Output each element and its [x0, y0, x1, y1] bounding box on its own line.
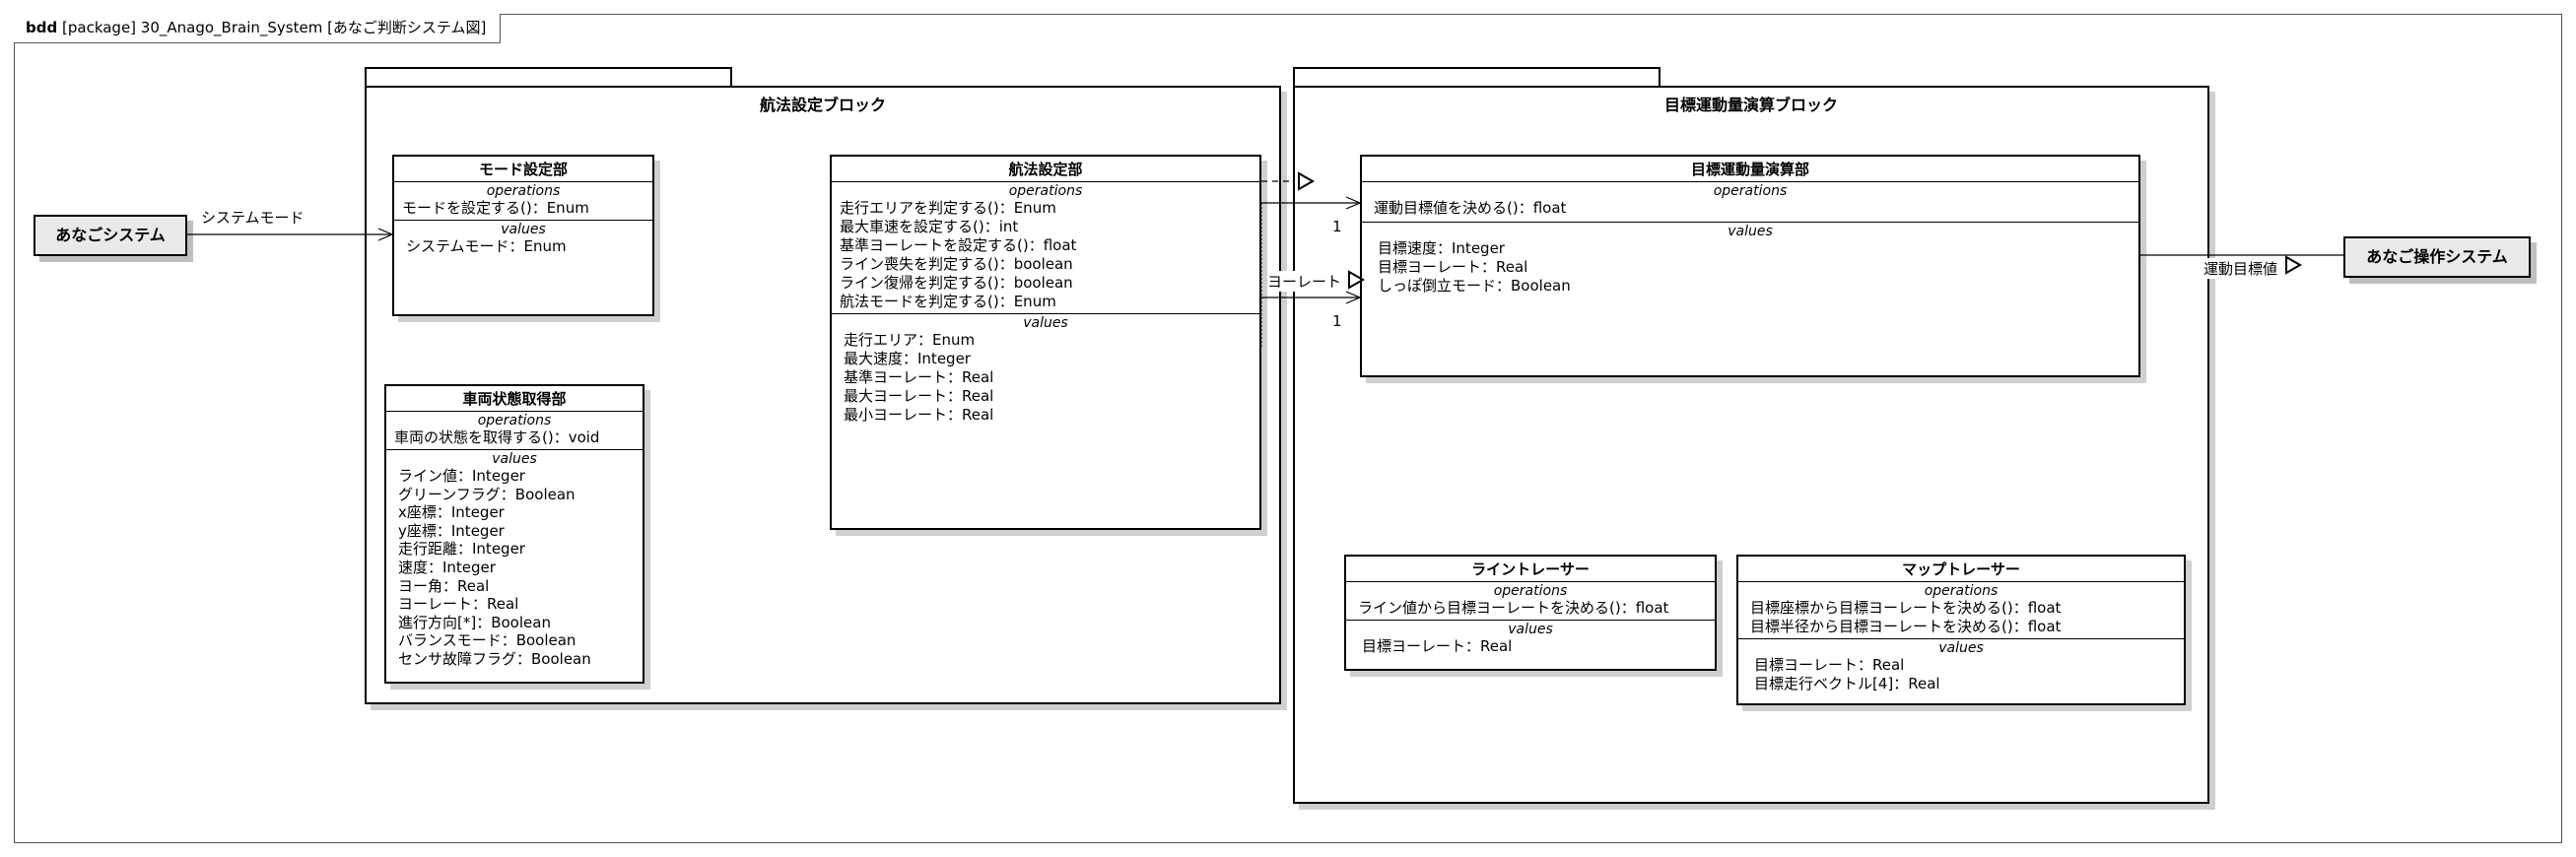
- package-target-title: 目標運動量演算ブロック: [1663, 96, 1838, 114]
- diagram-kind: bdd: [26, 19, 58, 36]
- value-item: 速度：Integer: [398, 558, 496, 576]
- value-item: ヨーレート：Real: [398, 595, 519, 614]
- operations-label: operations: [477, 413, 552, 428]
- operations-section: operations ライン値から目標ヨーレートを決める()：float: [1346, 581, 1715, 620]
- anago-system-block[interactable]: あなごシステム: [34, 215, 187, 256]
- operations-section: operations モードを設定する()：Enum: [394, 181, 652, 220]
- value-item: ライン値：Integer: [398, 467, 525, 485]
- value-item: 目標速度：Integer: [1378, 239, 1505, 257]
- value-item: 目標走行ベクトル[4]：Real: [1754, 675, 1940, 692]
- navigation-dependency-connector[interactable]: [1261, 171, 1316, 191]
- block-title: モード設定部: [478, 161, 568, 178]
- value-item: バランスモード：Boolean: [398, 631, 576, 650]
- package-target-tab: [1293, 67, 1661, 88]
- values-label: values: [492, 451, 537, 467]
- diagram-label: [package] 30_Anago_Brain_System [あなご判断シス…: [62, 19, 487, 36]
- values-label: values: [1023, 315, 1068, 331]
- block-title: 車両状態取得部: [462, 390, 567, 408]
- values-section: values 目標ヨーレート：Real: [1346, 620, 1715, 658]
- anago-control-system-block[interactable]: あなご操作システム: [2343, 236, 2531, 278]
- operations-label: operations: [486, 183, 561, 199]
- block-title: 航法設定部: [1008, 161, 1083, 178]
- value-item: 目標ヨーレート：Real: [1754, 656, 1905, 674]
- value-item: 最小ヨーレート：Real: [844, 406, 994, 424]
- value-item: 最大ヨーレート：Real: [844, 387, 994, 405]
- operation-item: 車両の状態を取得する()：void: [394, 428, 600, 446]
- operations-label: operations: [1008, 183, 1083, 199]
- value-item: グリーンフラグ：Boolean: [398, 485, 576, 503]
- association-top-connector[interactable]: [1260, 196, 1362, 348]
- operation-item: 目標座標から目標ヨーレートを決める()：float: [1750, 599, 2062, 617]
- value-item: 目標ヨーレート：Real: [1378, 258, 1528, 276]
- operation-item: モードを設定する()：Enum: [402, 199, 589, 217]
- multiplicity-top: 1: [1332, 218, 1342, 235]
- block-title: マップトレーサー: [1902, 560, 2020, 578]
- vehicle-state-block[interactable]: 車両状態取得部 operations 車両の状態を取得する()：void val…: [384, 384, 644, 684]
- operation-item: 航法モードを判定する()：Enum: [840, 293, 1056, 310]
- operation-item: ライン値から目標ヨーレートを決める()：float: [1358, 599, 1669, 617]
- value-item: 目標ヨーレート：Real: [1362, 637, 1513, 655]
- package-navigation-title: 航法設定ブロック: [759, 96, 886, 114]
- values-label: values: [1938, 640, 1984, 656]
- block-title: ライントレーサー: [1471, 560, 1590, 578]
- value-item: ヨー角：Real: [398, 576, 490, 595]
- operation-item: ライン喪失を判定する()：boolean: [840, 255, 1073, 273]
- operations-section: operations 目標座標から目標ヨーレートを決める()：float 目標半…: [1738, 581, 2184, 638]
- operations-label: operations: [1493, 583, 1568, 599]
- values-section: values 目標速度：Integer 目標ヨーレート：Real しっぽ倒立モー…: [1362, 222, 2138, 297]
- operations-label: operations: [1713, 183, 1788, 199]
- mode-setting-block[interactable]: モード設定部 operations モードを設定する()：Enum values…: [392, 155, 654, 316]
- operation-item: 走行エリアを判定する()：Enum: [840, 199, 1056, 217]
- values-label: values: [1508, 622, 1553, 637]
- operation-item: 最大車速を設定する()：int: [840, 218, 1019, 235]
- operations-section: operations 車両の状態を取得する()：void: [386, 411, 643, 449]
- target-value-connector[interactable]: [2140, 254, 2343, 275]
- yaw-rate-connector[interactable]: [1348, 270, 1366, 290]
- values-section: values 走行エリア：Enum 最大速度：Integer 基準ヨーレート：R…: [832, 313, 1259, 427]
- value-item: 進行方向[*]：Boolean: [398, 613, 551, 631]
- diagram-frame-header: bdd [package] 30_Anago_Brain_System [あなご…: [14, 14, 502, 43]
- values-section: values ライン値：Integer グリーンフラグ：Boolean x座標：…: [386, 449, 643, 671]
- values-label: values: [501, 222, 546, 237]
- operations-label: operations: [1924, 583, 1999, 599]
- values-label: values: [1728, 224, 1773, 239]
- value-item: 最大速度：Integer: [844, 350, 971, 367]
- package-navigation-tab: [365, 67, 732, 88]
- operation-item: 目標半径から目標ヨーレートを決める()：float: [1750, 618, 2062, 635]
- value-item: 走行距離：Integer: [398, 540, 525, 559]
- anago-control-system-label: あなご操作システム: [2366, 247, 2508, 266]
- diagram-frame: [14, 14, 2562, 843]
- association-bottom-connector[interactable]: [1261, 291, 1362, 304]
- target-value-label: 運動目標値: [2203, 258, 2278, 279]
- map-tracer-block[interactable]: マップトレーサー operations 目標座標から目標ヨーレートを決める()：…: [1736, 555, 2186, 705]
- value-item: 基準ヨーレート：Real: [844, 368, 994, 386]
- value-item: y座標：Integer: [398, 521, 505, 540]
- target-motion-block[interactable]: 目標運動量演算部 operations 運動目標値を決める()：float va…: [1360, 155, 2140, 377]
- values-section: values システムモード：Enum: [394, 220, 652, 258]
- value-item: x座標：Integer: [398, 503, 505, 522]
- values-section: values 目標ヨーレート：Real 目標走行ベクトル[4]：Real: [1738, 638, 2184, 695]
- system-mode-label: システムモード: [201, 207, 305, 228]
- operation-item: ライン復帰を判定する()：boolean: [840, 274, 1073, 292]
- system-mode-connector[interactable]: [187, 228, 394, 241]
- value-item: センサ故障フラグ：Boolean: [398, 649, 591, 668]
- operations-section: operations 運動目標値を決める()：float: [1362, 181, 2138, 222]
- yaw-rate-label: ヨーレート: [1267, 271, 1342, 292]
- line-tracer-block[interactable]: ライントレーサー operations ライン値から目標ヨーレートを決める()：…: [1344, 555, 1717, 671]
- operation-item: 運動目標値を決める()：float: [1374, 199, 1567, 217]
- anago-system-label: あなごシステム: [55, 226, 166, 244]
- value-item: 走行エリア：Enum: [844, 331, 976, 349]
- block-title: 目標運動量演算部: [1690, 161, 1809, 178]
- value-item: しっぽ倒立モード：Boolean: [1378, 277, 1571, 295]
- operation-item: 基準ヨーレートを設定する()：float: [840, 236, 1077, 254]
- value-item: システムモード：Enum: [406, 237, 567, 255]
- navigation-setting-block[interactable]: 航法設定部 operations 走行エリアを判定する()：Enum 最大車速を…: [830, 155, 1261, 530]
- multiplicity-bottom: 1: [1332, 312, 1342, 330]
- operations-section: operations 走行エリアを判定する()：Enum 最大車速を設定する()…: [832, 181, 1259, 313]
